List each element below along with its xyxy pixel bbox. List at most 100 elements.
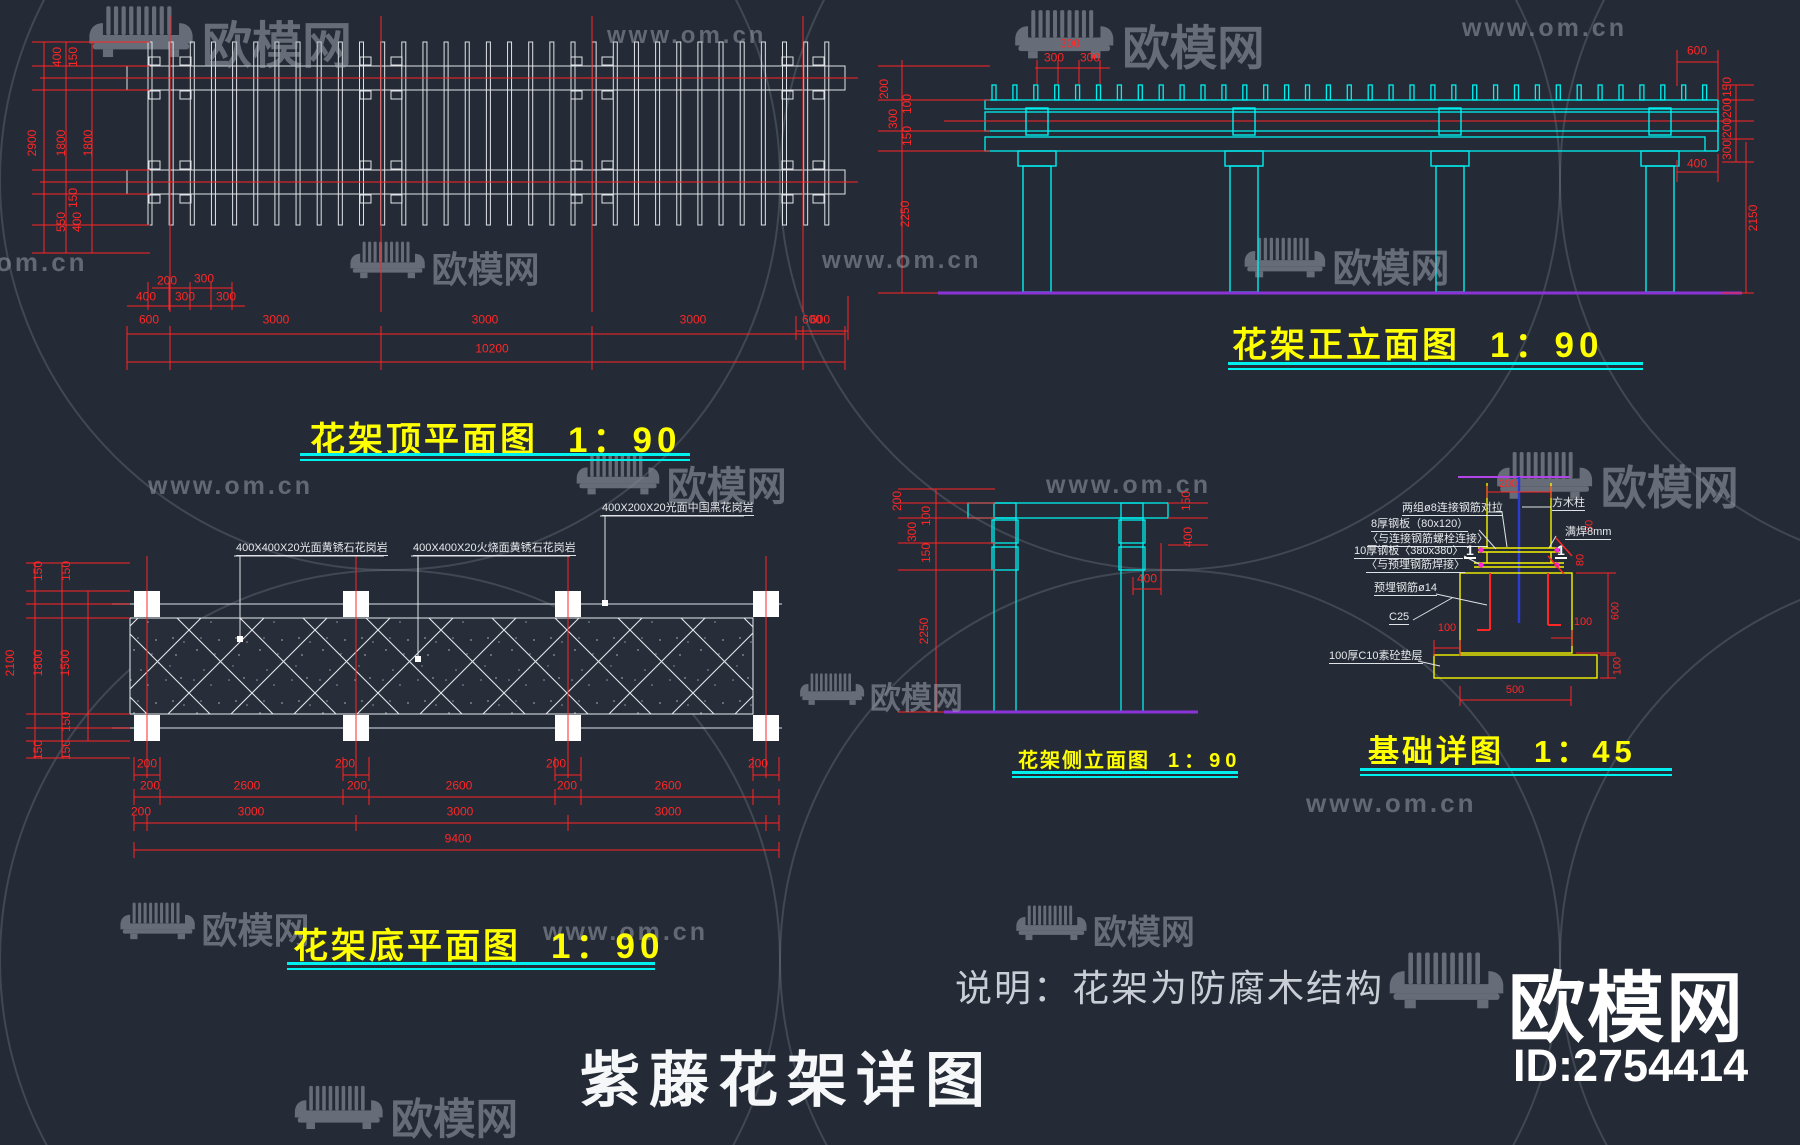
cad-shape: [1478, 547, 1484, 553]
cad-shape: [1118, 519, 1146, 544]
cad-shape: [1033, 84, 1039, 101]
cad-shape: [824, 41, 830, 226]
cad-shape: [570, 90, 583, 100]
cad-shape: [237, 636, 243, 642]
cad-shape: [148, 194, 161, 204]
cad-shape: [1548, 535, 1557, 549]
cad-shape: [1200, 84, 1206, 101]
cad-shape: [779, 0, 1561, 571]
cad-shape: [1576, 84, 1582, 101]
cad-shape: [1463, 555, 1480, 565]
cad-shape: [1645, 165, 1675, 293]
view-title-foundation-detail: 基础详图 1：45: [1368, 726, 1637, 771]
cad-shape: [337, 41, 343, 226]
cad-shape: [359, 194, 372, 204]
cad-shape: [1639, 84, 1645, 101]
cad-shape: [1451, 84, 1457, 101]
cad-shape: [1137, 84, 1143, 101]
note-text: 说明：花架为防腐木结构: [955, 968, 1384, 1009]
cad-shape: [812, 160, 825, 170]
cad-shape: [1559, 0, 1800, 541]
cad-shape: [1158, 84, 1164, 101]
cad-shape: [1501, 511, 1508, 548]
cad-shape: [1492, 84, 1499, 101]
cad-shape: [1054, 84, 1060, 101]
cad-shape: [779, 569, 1561, 1145]
cad-shape: [967, 502, 1169, 519]
cad-shape: [359, 160, 372, 170]
title-scale: 1：90: [1168, 750, 1242, 772]
cad-shape: [1263, 84, 1269, 101]
cad-shape: [697, 41, 703, 226]
cad-shape: [0, 0, 781, 571]
title-text: 花架底平面图: [293, 927, 522, 966]
cad-shape: [633, 41, 639, 226]
cad-shape: [1012, 84, 1018, 101]
brand-watermark-id: ID:2754414: [1513, 1040, 1749, 1091]
cad-shape: [781, 90, 794, 100]
title-scale: 1：45: [1534, 734, 1637, 769]
cad-shape: [984, 99, 1719, 110]
cad-shape: [148, 56, 161, 66]
cad-shape: [782, 41, 787, 226]
cad-shape: [602, 600, 608, 606]
cad-shape: [1640, 150, 1680, 167]
cad-shape: [1417, 660, 1441, 667]
cad-shape: [601, 56, 614, 66]
cad-shape: [148, 90, 161, 100]
cad-shape: [359, 56, 372, 66]
watermark-sofa-icon: [1016, 905, 1087, 941]
cad-shape: [528, 41, 534, 226]
cad-shape: [718, 41, 724, 226]
cad-shape: [1701, 84, 1708, 101]
cad-shape: [570, 160, 583, 170]
cad-shape: [179, 194, 192, 204]
cad-shape: [1681, 84, 1687, 101]
cad-shape: [1435, 593, 1488, 606]
cad-shape: [1229, 165, 1259, 293]
cad-shape: [179, 160, 192, 170]
cad-shape: [570, 194, 583, 204]
cad-shape: [781, 194, 794, 204]
watermark-sofa-icon: [89, 6, 193, 57]
cad-shape: [210, 41, 216, 226]
cad-shape: [1325, 84, 1332, 101]
cad-shape: [1559, 599, 1800, 1145]
cad-shape: [129, 617, 754, 715]
cad-shape: [1433, 654, 1598, 679]
title-underline: [1360, 774, 1672, 776]
cad-shape: [739, 41, 745, 226]
cad-shape: [991, 519, 1019, 544]
cad-shape: [1459, 572, 1573, 654]
cad-shape: [1513, 84, 1520, 101]
cad-shape: [1179, 84, 1185, 101]
cad-shape: [189, 41, 195, 226]
brand-sofa-icon: [1389, 952, 1504, 1009]
cad-shape: [1435, 165, 1465, 293]
title-underline: [1228, 368, 1643, 370]
title-text: 基础详图: [1368, 734, 1504, 769]
cad-shape: [1017, 150, 1057, 167]
cad-shape: [1120, 502, 1144, 519]
title-underline: [1012, 771, 1238, 774]
cad-shape: [443, 41, 449, 226]
cad-shape: [1554, 547, 1560, 553]
cad-shape: [274, 41, 280, 226]
cad-shape: [253, 41, 259, 226]
cad-shape: [1367, 84, 1373, 101]
cad-shape: [390, 160, 403, 170]
cad-shape: [415, 656, 421, 662]
cad-shape: [1597, 84, 1603, 101]
title-underline: [1012, 776, 1238, 778]
cad-shape: [812, 56, 825, 66]
cad-shape: [1095, 84, 1102, 101]
cad-shape: [359, 41, 364, 226]
drawing-title: 紫藤花架详图: [580, 1047, 994, 1114]
title-text: 花架正立面图: [1232, 326, 1461, 365]
cad-shape: [612, 41, 618, 226]
cad-shape: [601, 194, 614, 204]
cad-shape: [485, 41, 491, 226]
